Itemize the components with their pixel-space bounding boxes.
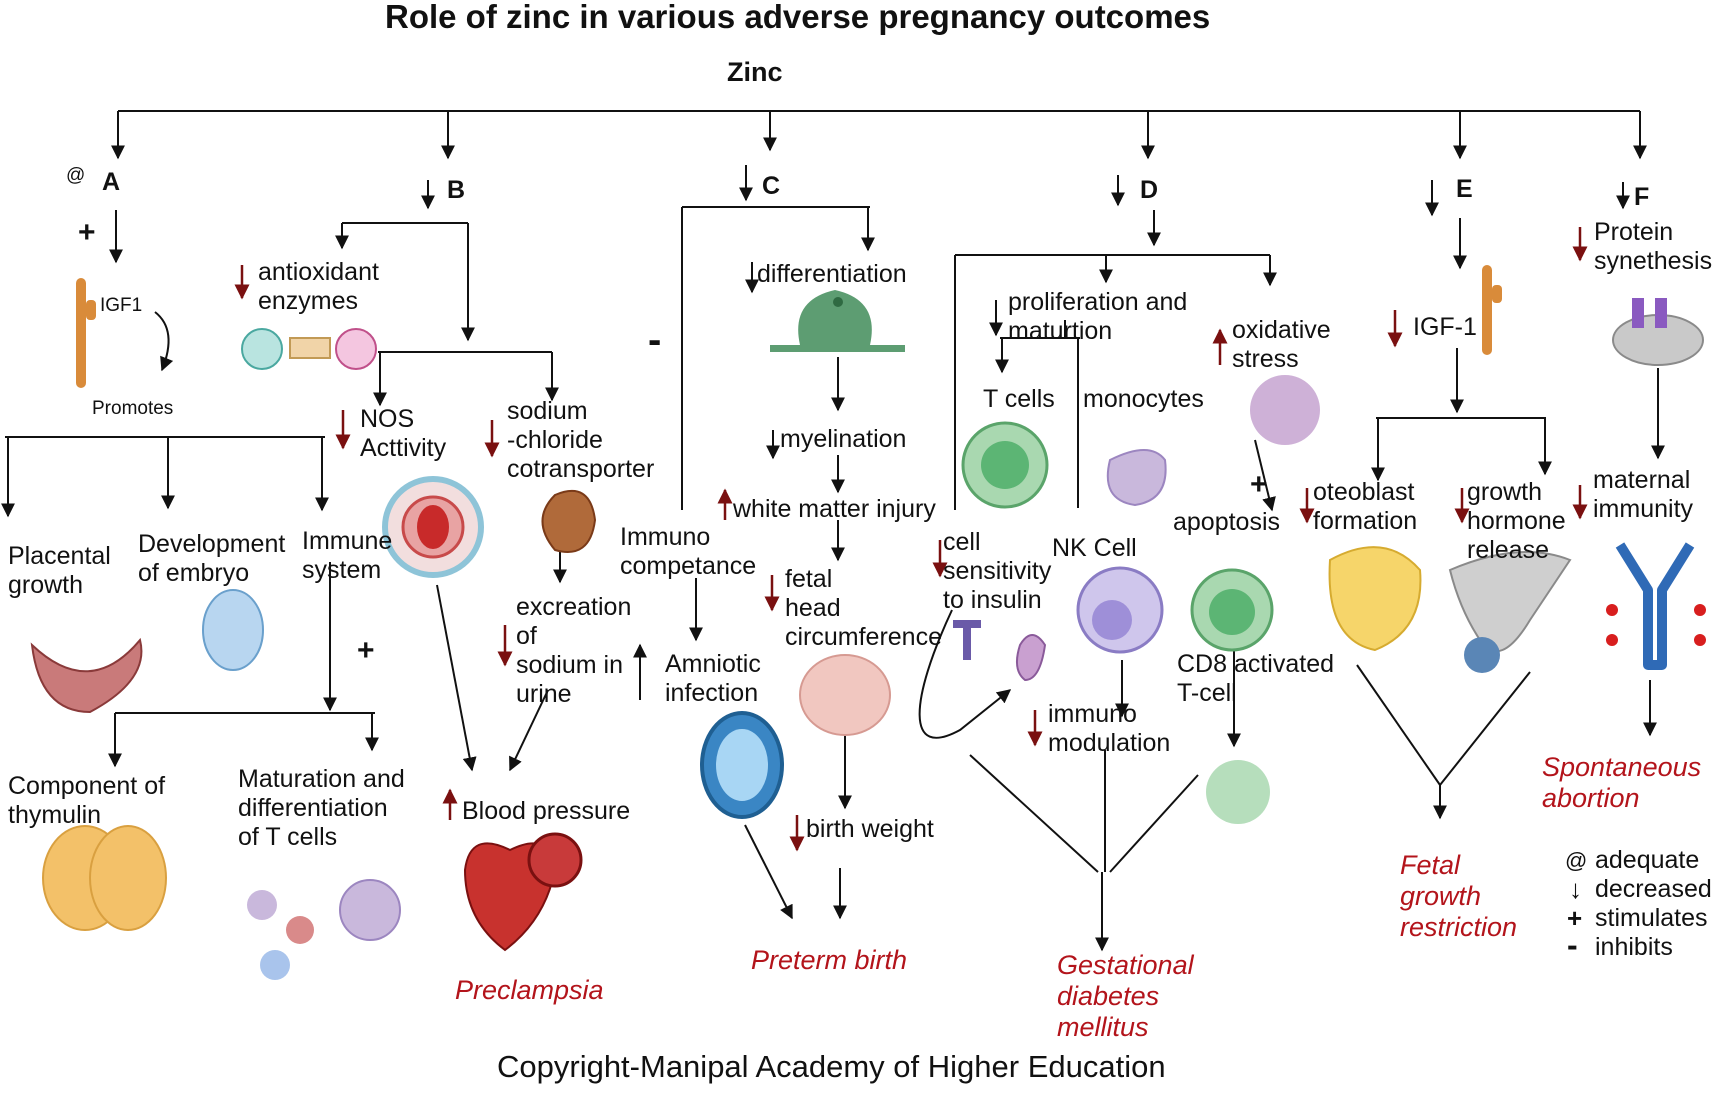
t-cells-icon xyxy=(247,879,401,980)
c-amniotic-infection: Amniotic infection xyxy=(665,650,761,707)
oxidative-stress-icon xyxy=(1250,375,1320,445)
section-e-label: E xyxy=(1456,175,1473,203)
legend-label: inhibits xyxy=(1595,933,1673,961)
d-proliferation: proliferation and maturtion xyxy=(1008,288,1188,345)
a-development-embryo: Development of embryo xyxy=(138,530,286,587)
a-igf1-label: IGF1 xyxy=(100,295,143,316)
pituitary-icon xyxy=(1448,551,1572,673)
e-growth-hormone-release: growth hormone release xyxy=(1467,478,1566,564)
section-a-label: A xyxy=(102,168,121,196)
antibody-icon xyxy=(1606,542,1706,670)
apoptotic-cell-icon xyxy=(1206,760,1270,824)
legend-label: decreased xyxy=(1595,875,1712,903)
f-maternal-immunity: maternal immunity xyxy=(1593,466,1694,523)
c-differentiation: differentiation xyxy=(757,260,907,288)
a-immune-system: Immune system xyxy=(302,527,393,584)
copyright-text: Copyright-Manipal Academy of Higher Educ… xyxy=(497,1049,1166,1084)
legend: @ adequate ↓ decreased + stimulates - in… xyxy=(1557,846,1712,963)
legend-item-adequate: @ adequate xyxy=(1557,846,1707,875)
b-sodium-excretion: excreation of sodium in urine xyxy=(516,593,632,708)
d-cd8-tcell: CD8 activated T-cell xyxy=(1177,650,1335,707)
blood-vessel-icon xyxy=(382,476,484,578)
igf1-e-receptor-icon xyxy=(1482,265,1502,355)
a-plus-symbol: + xyxy=(78,216,96,249)
nk-cell-icon xyxy=(1076,566,1164,654)
legend-item-inhibits: - inhibits xyxy=(1557,927,1707,963)
osteoblast-icon xyxy=(1328,546,1422,652)
monocyte-icon xyxy=(1106,449,1167,507)
brain-icon xyxy=(799,654,891,736)
c-minus-symbol: - xyxy=(648,318,662,362)
fetus-icon xyxy=(700,711,784,819)
b-sodium-chloride: sodium -chloride cotransporter xyxy=(507,397,655,483)
e-osteoblast-formation: oteoblast formation xyxy=(1313,478,1418,535)
t-cell-green-icon xyxy=(961,421,1049,509)
f-outcome-spontaneous-abortion: Spontaneous abortion xyxy=(1542,752,1702,813)
legend-label: adequate xyxy=(1595,846,1700,874)
trend-arrows xyxy=(234,227,1588,852)
diagram-title: Role of zinc in various adverse pregnanc… xyxy=(385,0,1211,35)
placenta-icon xyxy=(30,637,143,714)
section-d-label: D xyxy=(1140,176,1159,204)
d-immunomodulation: immuno modulation xyxy=(1048,700,1171,757)
legend-symbol: - xyxy=(1567,927,1578,963)
legend-symbol: + xyxy=(1567,903,1583,933)
b-antioxidant-enzymes: antioxidant enzymes xyxy=(258,258,379,315)
ribosome-icon xyxy=(1612,298,1704,366)
section-f-label: F xyxy=(1634,183,1650,211)
a-thymulin: Component of thymulin xyxy=(8,772,166,829)
c-myelination: myelination xyxy=(780,425,907,453)
heart-icon xyxy=(463,832,583,952)
root-zinc: Zinc xyxy=(727,57,783,87)
legend-item-stimulates: + stimulates xyxy=(1557,903,1708,933)
section-b-label: B xyxy=(447,176,466,204)
e-outcome-fgr: Fetal growth restriction xyxy=(1400,850,1518,942)
d-apoptosis: apoptosis xyxy=(1173,508,1281,536)
neuron-icon xyxy=(770,290,905,352)
c-fetal-head: fetal head circumference xyxy=(785,565,942,651)
a-tcell-maturation: Maturation and differentiation of T cell… xyxy=(238,765,405,851)
embryo-icon xyxy=(202,589,264,671)
d-plus-symbol: + xyxy=(1250,468,1268,501)
a-plus2-symbol: + xyxy=(357,634,375,667)
insulin-receptor-icon xyxy=(953,620,981,660)
down-markers xyxy=(745,175,1125,460)
d-nk-cell: NK Cell xyxy=(1052,534,1137,562)
legend-symbol: ↓ xyxy=(1569,874,1582,904)
d-monocytes: monocytes xyxy=(1083,385,1204,413)
c-white-matter-injury: white matter injury xyxy=(733,495,936,523)
legend-symbol: @ xyxy=(1565,848,1588,873)
b-blood-pressure: Blood pressure xyxy=(462,797,631,825)
a-promotes-label: Promotes xyxy=(92,398,174,419)
thymus-icon xyxy=(42,825,167,931)
igf1-receptor-icon xyxy=(76,278,96,388)
antioxidant-enzyme-icon xyxy=(241,328,377,370)
cell-icon xyxy=(1015,634,1047,682)
legend-label: stimulates xyxy=(1595,904,1708,932)
kidney-icon xyxy=(541,490,597,553)
section-c-label: C xyxy=(762,172,781,200)
c-immunocompetence: Immuno competance xyxy=(620,523,757,580)
b-nos-activity: NOS Acttivity xyxy=(360,405,447,462)
a-placental-growth: Placental growth xyxy=(8,542,111,599)
d-insulin-sensitivity: cell sensitivity to insulin xyxy=(943,528,1052,614)
f-protein-synthesis: Protein synethesis xyxy=(1594,218,1713,275)
c-outcome-preterm-birth: Preterm birth xyxy=(751,945,908,975)
legend-item-decreased: ↓ decreased xyxy=(1557,874,1712,904)
b-outcome-preclampsia: Preclampsia xyxy=(455,975,604,1005)
d-oxidative-stress: oxidative stress xyxy=(1232,316,1331,373)
d-outcome-gdm: Gestational diabetes mellitus xyxy=(1057,950,1194,1042)
d-t-cells: T cells xyxy=(983,385,1055,413)
cd8-tcell-icon xyxy=(1190,568,1274,652)
connectors xyxy=(1,110,1665,952)
a-marker: @ xyxy=(66,165,86,186)
e-igf1: IGF-1 xyxy=(1413,313,1477,341)
c-birth-weight: birth weight xyxy=(806,815,934,843)
